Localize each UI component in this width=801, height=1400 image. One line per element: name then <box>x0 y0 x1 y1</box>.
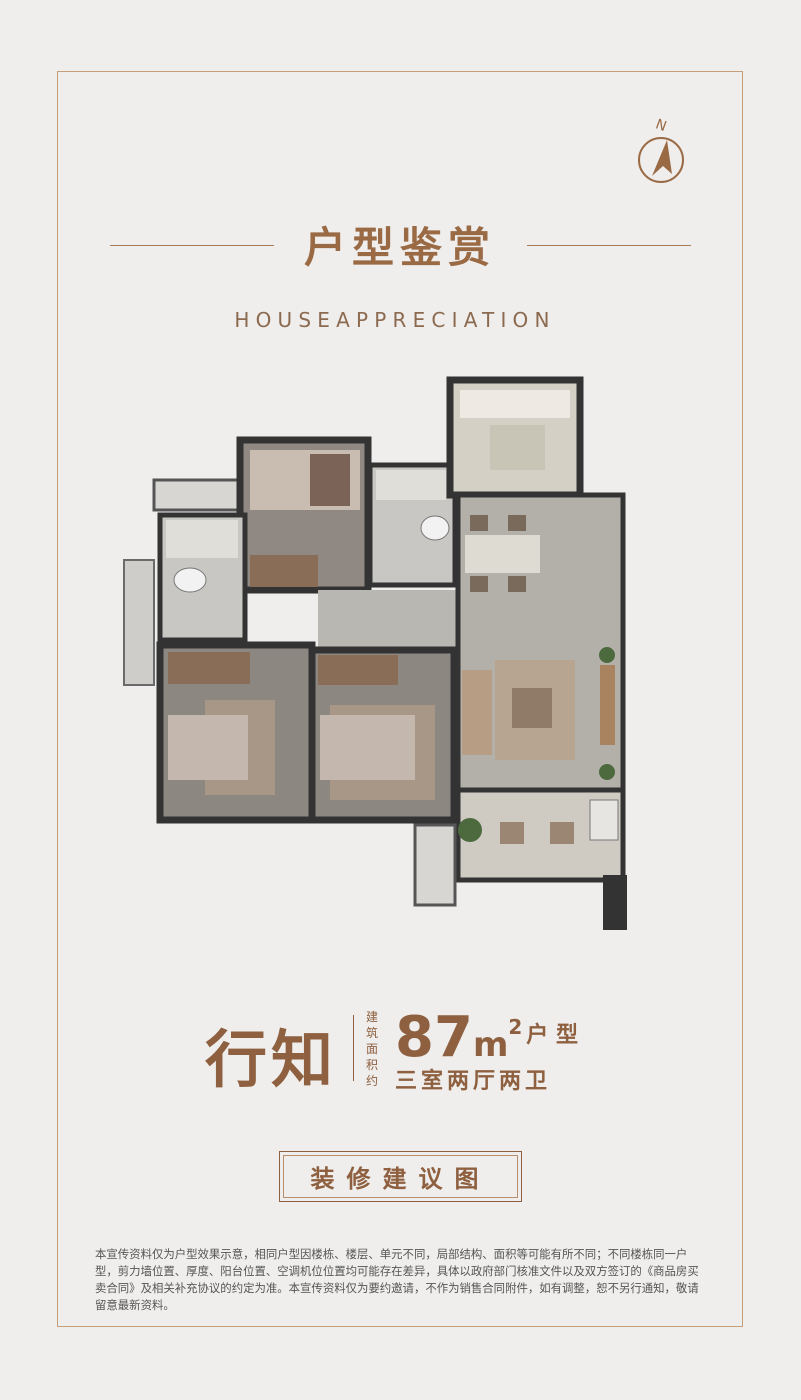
unit-type-label: 户 型 <box>526 1023 578 1048</box>
disclaimer-text: 本宣传资料仅为户型效果示意，相同户型因楼栋、楼层、单元不同，局部结构、面积等可能… <box>95 1247 699 1312</box>
area-vertical-label: 建 筑 面 积 约 <box>365 1009 379 1089</box>
title-divider-left <box>110 245 274 246</box>
area-label-char: 约 <box>365 1074 378 1088</box>
area-label-char: 筑 <box>365 1026 378 1040</box>
title-row: 户型鉴赏 <box>110 210 691 280</box>
layout-description: 三室两厅两卫 <box>395 1069 552 1094</box>
decoration-suggestion-box: 装修建议图 <box>279 1151 522 1202</box>
floor-plan-image <box>123 376 627 930</box>
area-label-char: 积 <box>365 1058 378 1072</box>
area-label-char: 建 <box>365 1010 378 1024</box>
page-title: 户型鉴赏 <box>303 223 496 272</box>
area-unit-superscript: 2 <box>508 1015 523 1039</box>
product-separator <box>353 1015 354 1081</box>
compass-icon: N <box>638 116 684 183</box>
area-unit: m <box>472 1025 509 1065</box>
product-name: 行知 <box>205 1023 338 1096</box>
area-number: 87 <box>395 1005 473 1070</box>
page-frame <box>57 71 743 1327</box>
compass-north-label: N <box>653 116 668 135</box>
decoration-suggestion-label: 装修建议图 <box>283 1155 518 1198</box>
page-subtitle: HOUSEAPPRECIATION <box>234 308 556 332</box>
area-label-char: 面 <box>365 1042 378 1056</box>
title-divider-right <box>527 245 691 246</box>
